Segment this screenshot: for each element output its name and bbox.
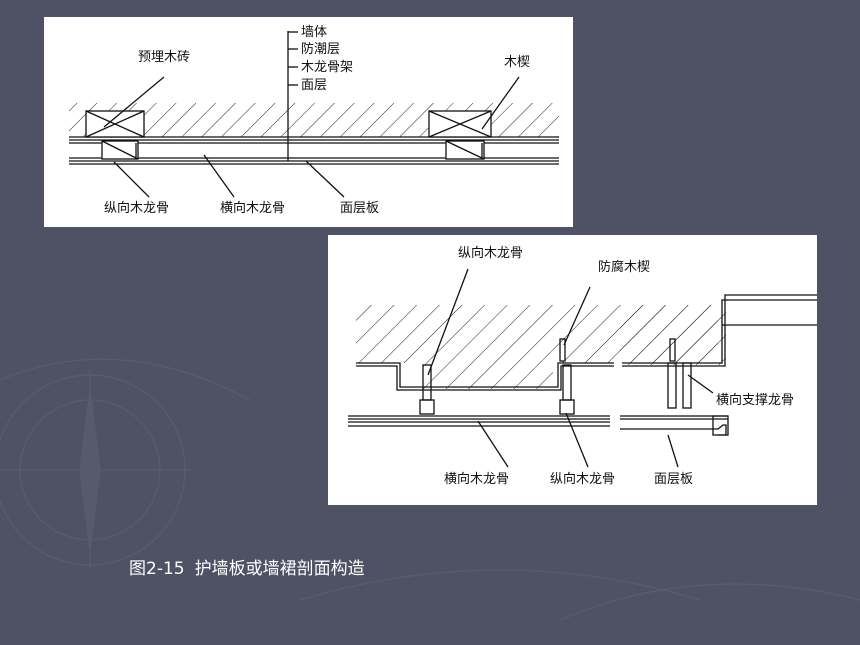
label-wall: 墙体 — [301, 25, 328, 40]
bottom-section-diagram: 纵向木龙骨 防腐木楔 横向支撑龙骨 横向木龙骨 纵向木龙骨 面层板 — [328, 235, 817, 505]
figure-number: 图2-15 — [129, 559, 185, 579]
label-panel: 面层板 — [340, 201, 380, 216]
label-embedded-brick: 预埋木砖 — [138, 50, 191, 65]
label-anticorrosion-wedge: 防腐木楔 — [598, 260, 651, 275]
label-moisture-layer: 防潮层 — [301, 42, 341, 57]
label-vertical-keel: 纵向木龙骨 — [104, 201, 170, 216]
label-vertical-keel-bottom: 纵向木龙骨 — [550, 472, 616, 487]
bottom-section-drawing — [348, 268, 817, 468]
label-wood-wedge: 木楔 — [504, 55, 531, 70]
label-vertical-keel-top: 纵向木龙骨 — [458, 246, 524, 261]
label-horizontal-keel: 横向木龙骨 — [444, 472, 510, 487]
label-panel-bottom: 面层板 — [654, 472, 694, 487]
label-wood-keel-frame: 木龙骨架 — [301, 60, 354, 75]
label-horizontal-keel: 横向木龙骨 — [220, 201, 286, 216]
label-surface-layer: 面层 — [301, 78, 328, 93]
top-section-diagram: 预埋木砖 墙体 防潮层 木龙骨架 面层 木楔 纵向木龙骨 横向木龙骨 面层板 — [44, 17, 573, 227]
figure-caption: 图2-15 护墙板或墙裙剖面构造 — [129, 554, 375, 579]
top-section-drawing — [69, 31, 559, 198]
label-horizontal-support-keel: 横向支撑龙骨 — [716, 393, 795, 408]
figure-title: 护墙板或墙裙剖面构造 — [194, 559, 365, 579]
